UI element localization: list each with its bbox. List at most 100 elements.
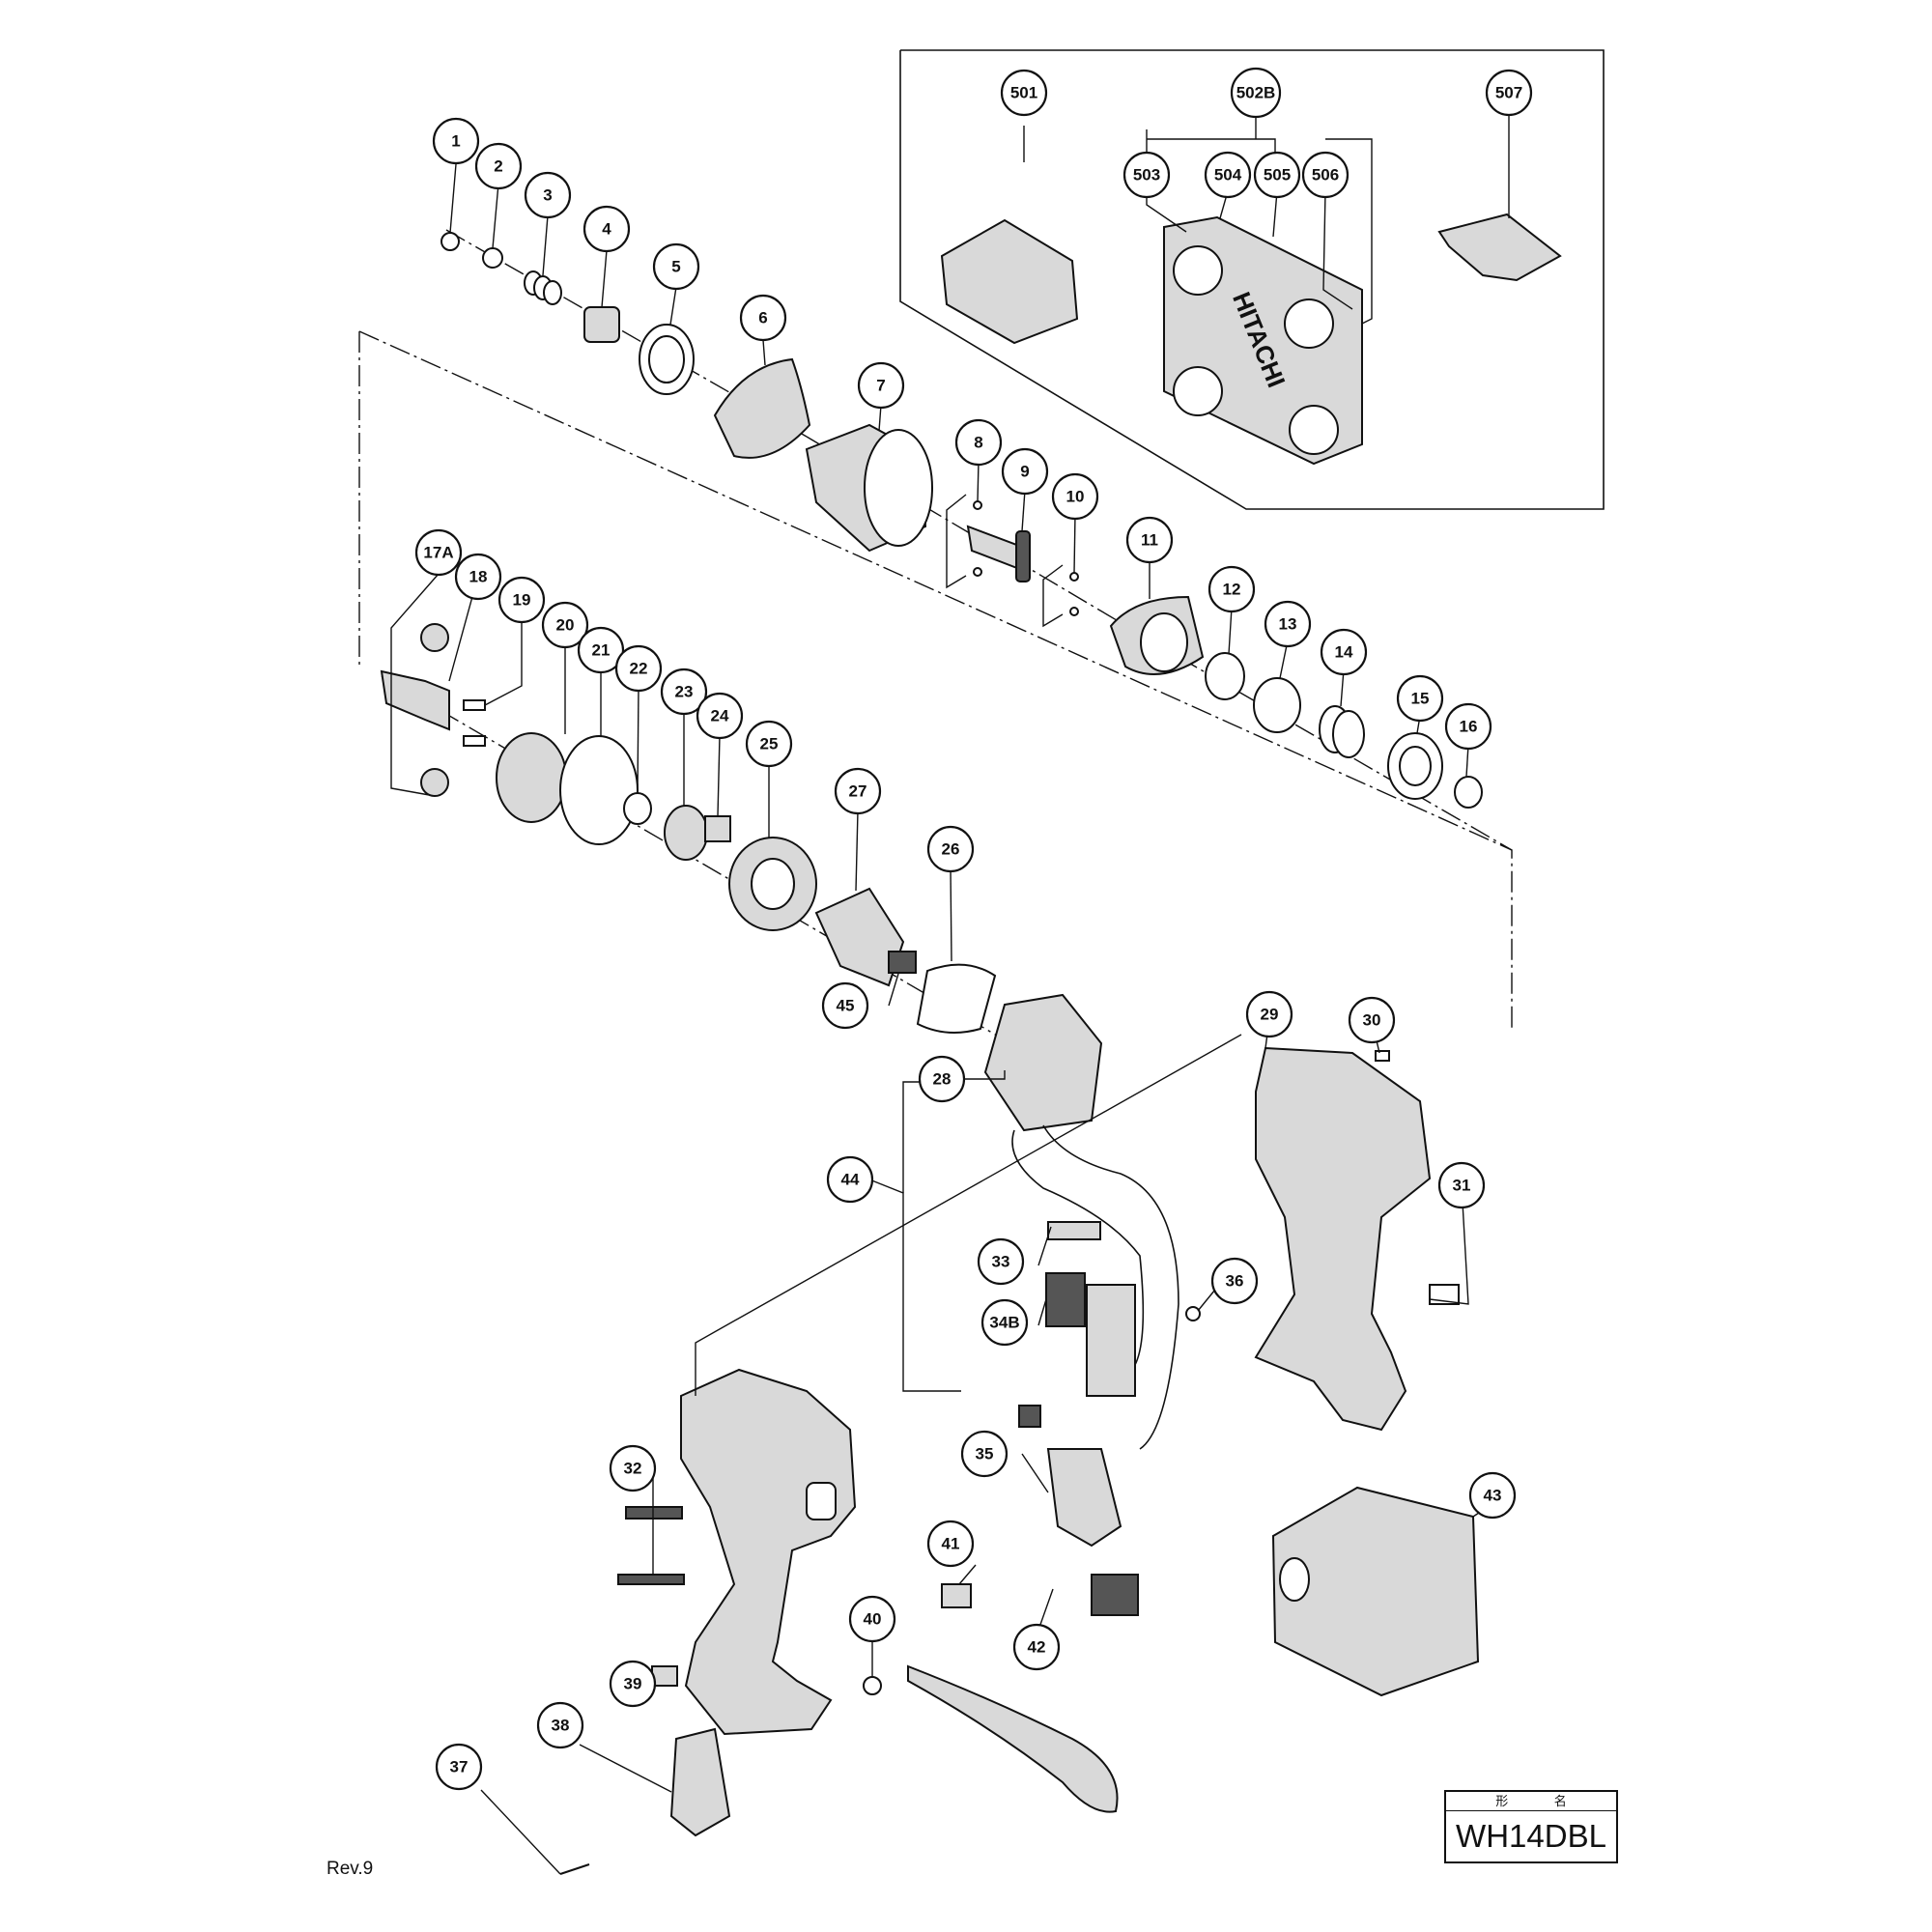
- part-bubble-27: 27: [834, 767, 882, 815]
- leader-lines: [390, 116, 1510, 1875]
- svg-text:9: 9: [1020, 463, 1029, 481]
- part-bubble-9: 9: [1001, 447, 1049, 496]
- part-bubble-18: 18: [454, 553, 502, 601]
- part-bubble-17A: 17A: [414, 528, 463, 577]
- part-bubble-20: 20: [541, 601, 589, 649]
- front-cover-6: [713, 357, 811, 459]
- part-bubble-26: 26: [926, 825, 975, 873]
- part-bubble-501: 501: [1000, 69, 1048, 117]
- part-bubble-31: 31: [1437, 1161, 1486, 1209]
- accessory-frame: [899, 49, 1605, 510]
- part-bubble-503: 503: [1122, 151, 1171, 199]
- housing-left: [680, 1368, 857, 1736]
- part-drawings-housing: [559, 1046, 1480, 1875]
- svg-text:31: 31: [1453, 1177, 1471, 1195]
- part-bubble-37: 37: [435, 1743, 483, 1791]
- part-bubble-7: 7: [857, 361, 905, 410]
- part-bubble-33: 33: [977, 1237, 1025, 1286]
- strap-42: [907, 1664, 1119, 1813]
- revision-label: Rev.9: [327, 1859, 374, 1879]
- part-bubble-45: 45: [821, 981, 869, 1030]
- part-bubble-3: 3: [524, 171, 572, 219]
- svg-text:32: 32: [624, 1460, 642, 1478]
- svg-text:507: 507: [1495, 84, 1522, 102]
- part-bubble-39: 39: [609, 1660, 657, 1708]
- cover-38: [669, 1727, 731, 1837]
- svg-text:7: 7: [876, 377, 885, 395]
- part-bubble-36: 36: [1210, 1257, 1259, 1305]
- svg-text:22: 22: [630, 660, 648, 678]
- svg-text:3: 3: [543, 186, 552, 205]
- svg-text:28: 28: [933, 1070, 952, 1089]
- part-bubble-504: 504: [1204, 151, 1252, 199]
- part-bubble-41: 41: [926, 1520, 975, 1568]
- part-bubble-23: 23: [660, 668, 708, 716]
- svg-text:2: 2: [494, 157, 502, 176]
- part-bubble-30: 30: [1348, 996, 1396, 1044]
- svg-text:45: 45: [837, 997, 855, 1015]
- svg-text:1: 1: [451, 132, 460, 151]
- svg-text:30: 30: [1363, 1011, 1381, 1030]
- part-bubble-34B: 34B: [980, 1298, 1029, 1347]
- part-bubble-44: 44: [826, 1155, 874, 1204]
- svg-text:5: 5: [671, 258, 680, 276]
- svg-text:38: 38: [552, 1717, 570, 1735]
- part-bubble-5: 5: [652, 242, 700, 291]
- svg-text:44: 44: [841, 1171, 860, 1189]
- part-bubble-42: 42: [1012, 1623, 1061, 1671]
- part-bubble-10: 10: [1051, 472, 1099, 521]
- part-bubble-32: 32: [609, 1444, 657, 1492]
- svg-text:16: 16: [1460, 718, 1478, 736]
- svg-text:6: 6: [758, 309, 767, 327]
- part-bubble-8: 8: [954, 418, 1003, 467]
- part-bubble-43: 43: [1468, 1471, 1517, 1520]
- part-bubble-19: 19: [497, 576, 546, 624]
- svg-text:11: 11: [1141, 531, 1158, 550]
- part-bubble-507: 507: [1485, 69, 1533, 117]
- part-bubble-24: 24: [696, 692, 744, 740]
- part-bubble-14: 14: [1320, 628, 1368, 676]
- svg-text:42: 42: [1028, 1638, 1046, 1657]
- part-bubble-11: 11: [1125, 516, 1174, 564]
- stator-28: [983, 993, 1103, 1132]
- part-bubble-15: 15: [1396, 674, 1444, 723]
- svg-text:40: 40: [864, 1610, 882, 1629]
- svg-text:12: 12: [1223, 581, 1241, 599]
- svg-text:506: 506: [1312, 166, 1339, 185]
- svg-text:35: 35: [976, 1445, 994, 1463]
- part-drawings-motor: [814, 887, 1179, 1450]
- svg-text:13: 13: [1279, 615, 1297, 634]
- svg-text:20: 20: [556, 616, 575, 635]
- svg-text:21: 21: [592, 641, 611, 660]
- svg-text:503: 503: [1133, 166, 1160, 185]
- svg-text:37: 37: [450, 1758, 469, 1776]
- svg-text:15: 15: [1411, 690, 1430, 708]
- part-bubble-29: 29: [1245, 990, 1293, 1038]
- svg-text:14: 14: [1335, 643, 1353, 662]
- svg-text:23: 23: [675, 683, 694, 701]
- charger-501: [940, 218, 1079, 345]
- housing-right-29: [1254, 1046, 1432, 1432]
- part-drawings-accessories: HITACHI: [940, 213, 1562, 466]
- svg-text:19: 19: [513, 591, 531, 610]
- model-box: 形 名 WH14DBL: [1444, 1790, 1618, 1863]
- part-bubble-40: 40: [848, 1595, 896, 1643]
- svg-text:26: 26: [942, 840, 960, 859]
- svg-text:24: 24: [711, 707, 729, 725]
- part-bubble-25: 25: [745, 720, 793, 768]
- part-bubble-12: 12: [1208, 565, 1256, 613]
- svg-text:504: 504: [1214, 166, 1242, 185]
- svg-text:41: 41: [942, 1535, 960, 1553]
- model-number: WH14DBL: [1456, 1818, 1606, 1854]
- svg-text:43: 43: [1484, 1487, 1502, 1505]
- svg-text:29: 29: [1261, 1006, 1279, 1024]
- part-bubble-4: 4: [582, 205, 631, 253]
- svg-text:4: 4: [602, 220, 611, 239]
- sleeve-4: [583, 306, 620, 343]
- svg-text:39: 39: [624, 1675, 642, 1693]
- svg-text:18: 18: [469, 568, 488, 586]
- part-bubble-502B: 502B: [1230, 67, 1282, 119]
- part-bubble-22: 22: [614, 644, 663, 693]
- svg-text:505: 505: [1264, 166, 1291, 185]
